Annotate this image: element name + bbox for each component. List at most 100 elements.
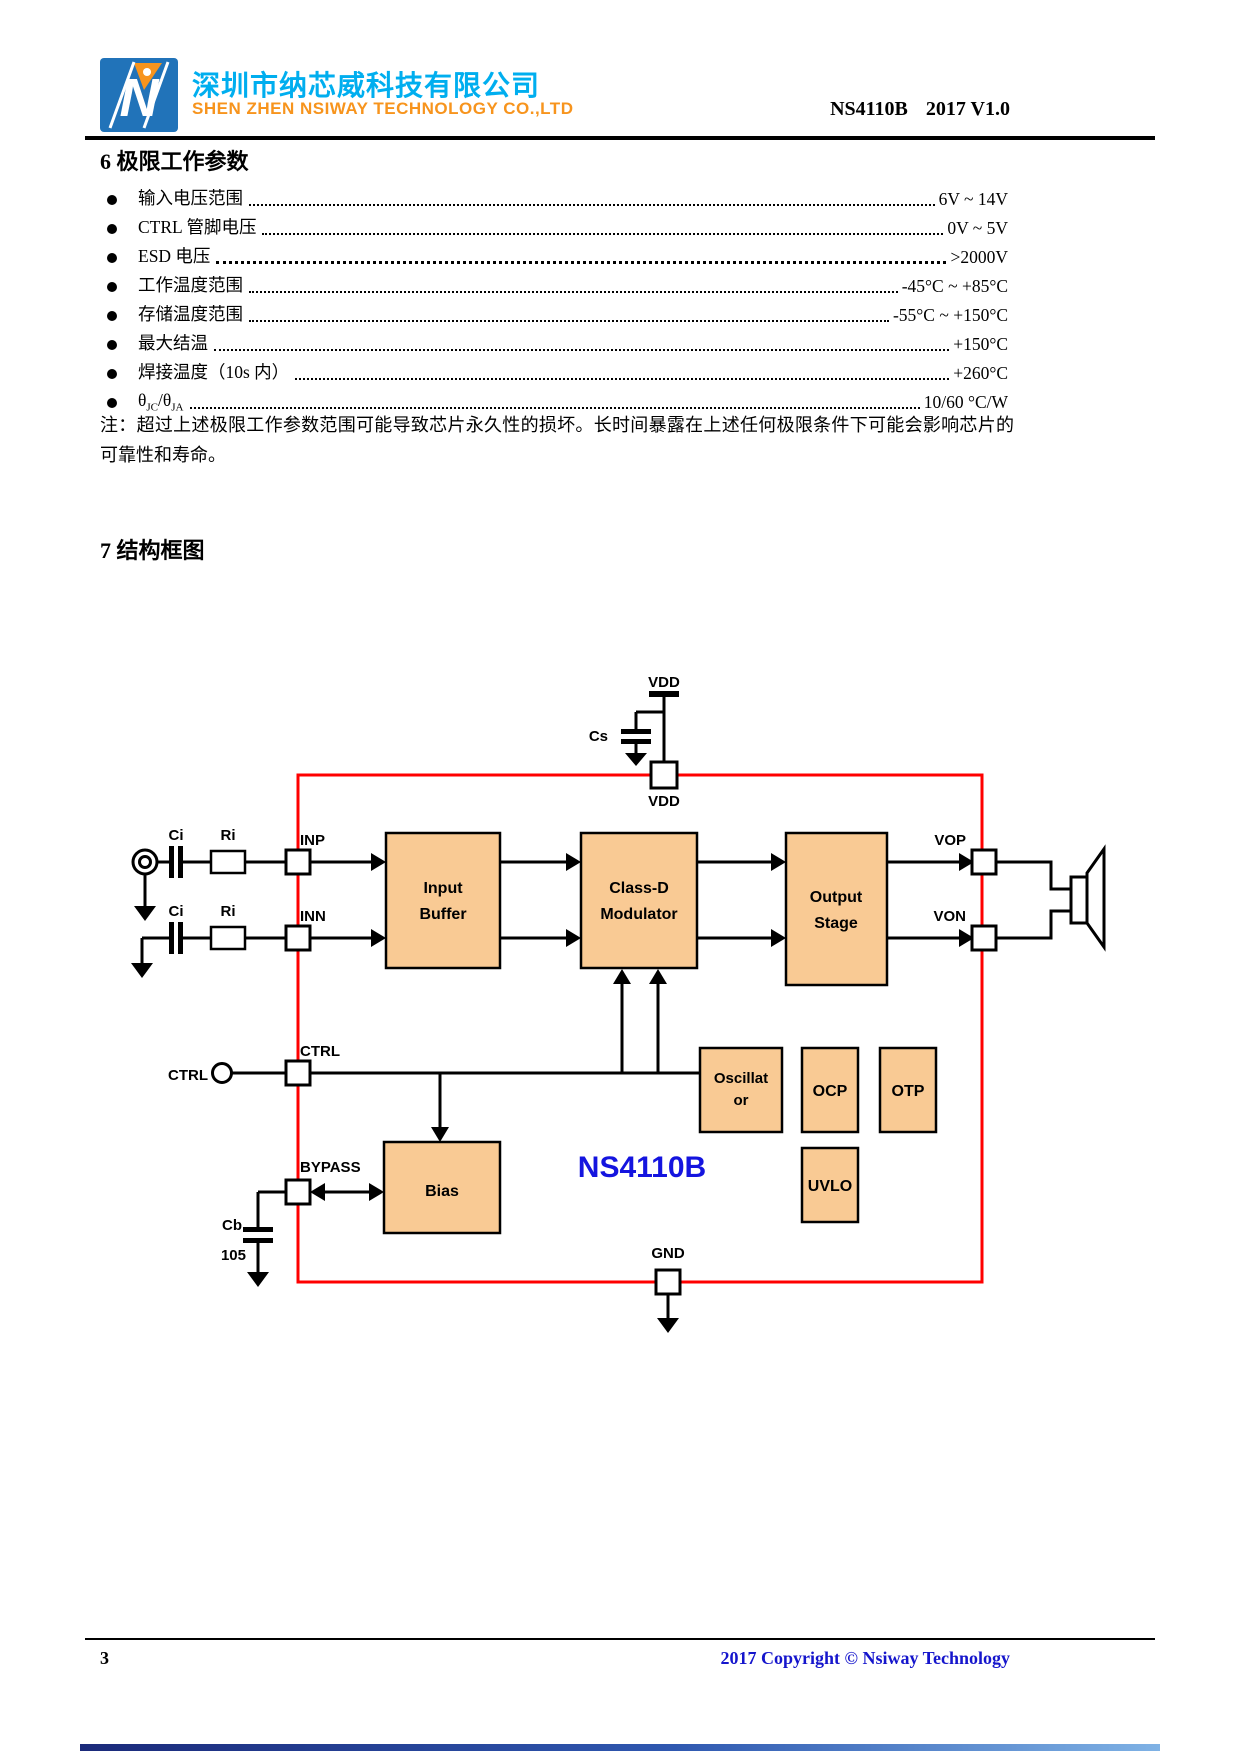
company-name-en: SHEN ZHEN NSIWAY TECHNOLOGY CO.,LTD [192,99,574,118]
theta-symbol2: /θ [158,389,172,410]
pin-ctrl [284,1059,312,1087]
theta-sub-ja: JA [171,401,184,413]
bottom-accent-bar [80,1744,1160,1751]
block-bias [382,1140,502,1235]
pin-vdd [649,760,679,790]
arrowhead [771,853,786,871]
block-otp [878,1046,938,1134]
ri-bottom-resistor [209,925,247,951]
pin-inn-label: INN [300,908,326,925]
cb-label: Cb [222,1217,242,1234]
param-label: 输入电压范围 [138,188,243,208]
param-value: -55°C ~ +150°C [892,305,1008,325]
param-value: -45°C ~ +85°C [901,276,1008,296]
block-class-d-modulator [579,831,699,970]
block-uvlo [800,1146,860,1224]
pin-inn [284,924,312,952]
param-label: 焊接温度（10s 内） [138,362,290,382]
pin-vop [970,848,998,876]
param-value: 0V ~ 5V [947,218,1008,238]
param-label: 存储温度范围 [138,304,243,324]
pin-inp-label: INP [300,832,325,849]
logo-dot [143,68,151,76]
arrowhead-down [431,1127,449,1142]
param-value: 6V ~ 14V [938,189,1008,209]
arrowhead-up [649,969,667,984]
block-bias-label: Bias [425,1183,459,1200]
block-class-d-label2: Modulator [600,906,677,923]
block-diagram: VDD Cs VDD Ci Ri INP [131,674,1106,1333]
pin-von-label: VON [933,908,966,925]
parameter-list: 输入电压范围 6V ~ 14V CTRL 管脚电压 0V ~ 5V ESD 电压… [100,181,1008,413]
header-rule [85,136,1155,140]
param-label: θJC/θJA [138,390,184,414]
arrowhead [771,929,786,947]
section6-note: 注：超过上述极限工作参数范围可能导致芯片永久性的损坏。长时间暴露在上述任何极限条… [100,415,1014,465]
footer-rule [85,1638,1155,1640]
ri-top-label: Ri [221,827,236,844]
speaker-wire-top [996,860,1071,891]
pin-gnd [654,1268,682,1296]
ground-symbol [625,753,647,766]
dotted-leader [249,291,898,293]
block-oscillator-label2: or [734,1092,749,1109]
arrowhead [566,853,581,871]
pin-inp [284,848,312,876]
arrowhead-left [310,1183,325,1201]
block-input-buffer-label1: Input [423,880,463,897]
arrowhead [959,929,974,947]
doc-version: 2017 V1.0 [925,98,1010,120]
logo-orange-triangle [134,63,162,90]
block-input-buffer [384,831,502,970]
dotted-leader [262,233,944,235]
block-output-stage-label1: Output [810,889,863,906]
cs-capacitor-plate [621,729,651,734]
dotted-leader [249,204,935,206]
block-otp-label: OTP [892,1083,925,1100]
block-uvlo-label: UVLO [808,1178,852,1195]
ground-symbol [131,963,153,978]
chip-name: NS4110B [578,1151,706,1184]
logo-slash [108,61,136,129]
arrowhead [566,929,581,947]
cb-capacitor-plate [243,1238,273,1243]
bullet-icon [107,253,117,263]
cs-label: Cs [589,728,608,745]
cb-capacitor-plate [243,1227,273,1232]
arrowhead-up [613,969,631,984]
bullet-icon [107,369,117,379]
theta-sub-jc: JC [146,401,159,413]
block-oscillator [698,1046,784,1134]
param-row-thermal-resistance: θJC/θJA 10/60 °C/W [100,384,1008,413]
ri-top-resistor [209,849,247,875]
speaker-wire-bottom [996,909,1071,940]
param-value: 10/60 °C/W [923,392,1008,412]
bullet-icon [107,282,117,292]
block-class-d-label1: Class-D [609,880,669,897]
arrowhead [959,853,974,871]
param-label: 工作温度范围 [138,275,243,295]
ci-capacitor-plate [169,846,174,878]
vdd-rail-bar [649,691,679,697]
speaker-driver [1069,875,1089,925]
pin-gnd-label: GND [651,1245,685,1262]
ci-bottom-label: Ci [169,903,184,920]
logo-background [100,58,178,132]
param-row-esd: ESD 电压 >2000V [100,239,1008,268]
param-row-junction-temp: 最大结温 +150°C [100,326,1008,355]
block-ocp [800,1046,860,1134]
param-row-input-voltage: 输入电压范围 6V ~ 14V [100,181,1008,210]
vdd-rail-label: VDD [648,674,680,691]
document-id: NS4110B 2017 V1.0 [640,98,1010,121]
theta-symbol: θ [138,389,147,410]
param-row-ctrl-voltage: CTRL 管脚电压 0V ~ 5V [100,210,1008,239]
copyright-text: 2017 Copyright © Nsiway Technology [720,1648,1011,1668]
block-output-stage [784,831,889,987]
part-number: NS4110B [830,98,908,120]
bullet-icon [107,311,117,321]
block-input-buffer-label2: Buffer [419,906,466,923]
param-row-storage-temp: 存储温度范围 -55°C ~ +150°C [100,297,1008,326]
cs-capacitor-plate [621,739,651,744]
pin-von [970,924,998,952]
dotted-leader [249,320,889,322]
